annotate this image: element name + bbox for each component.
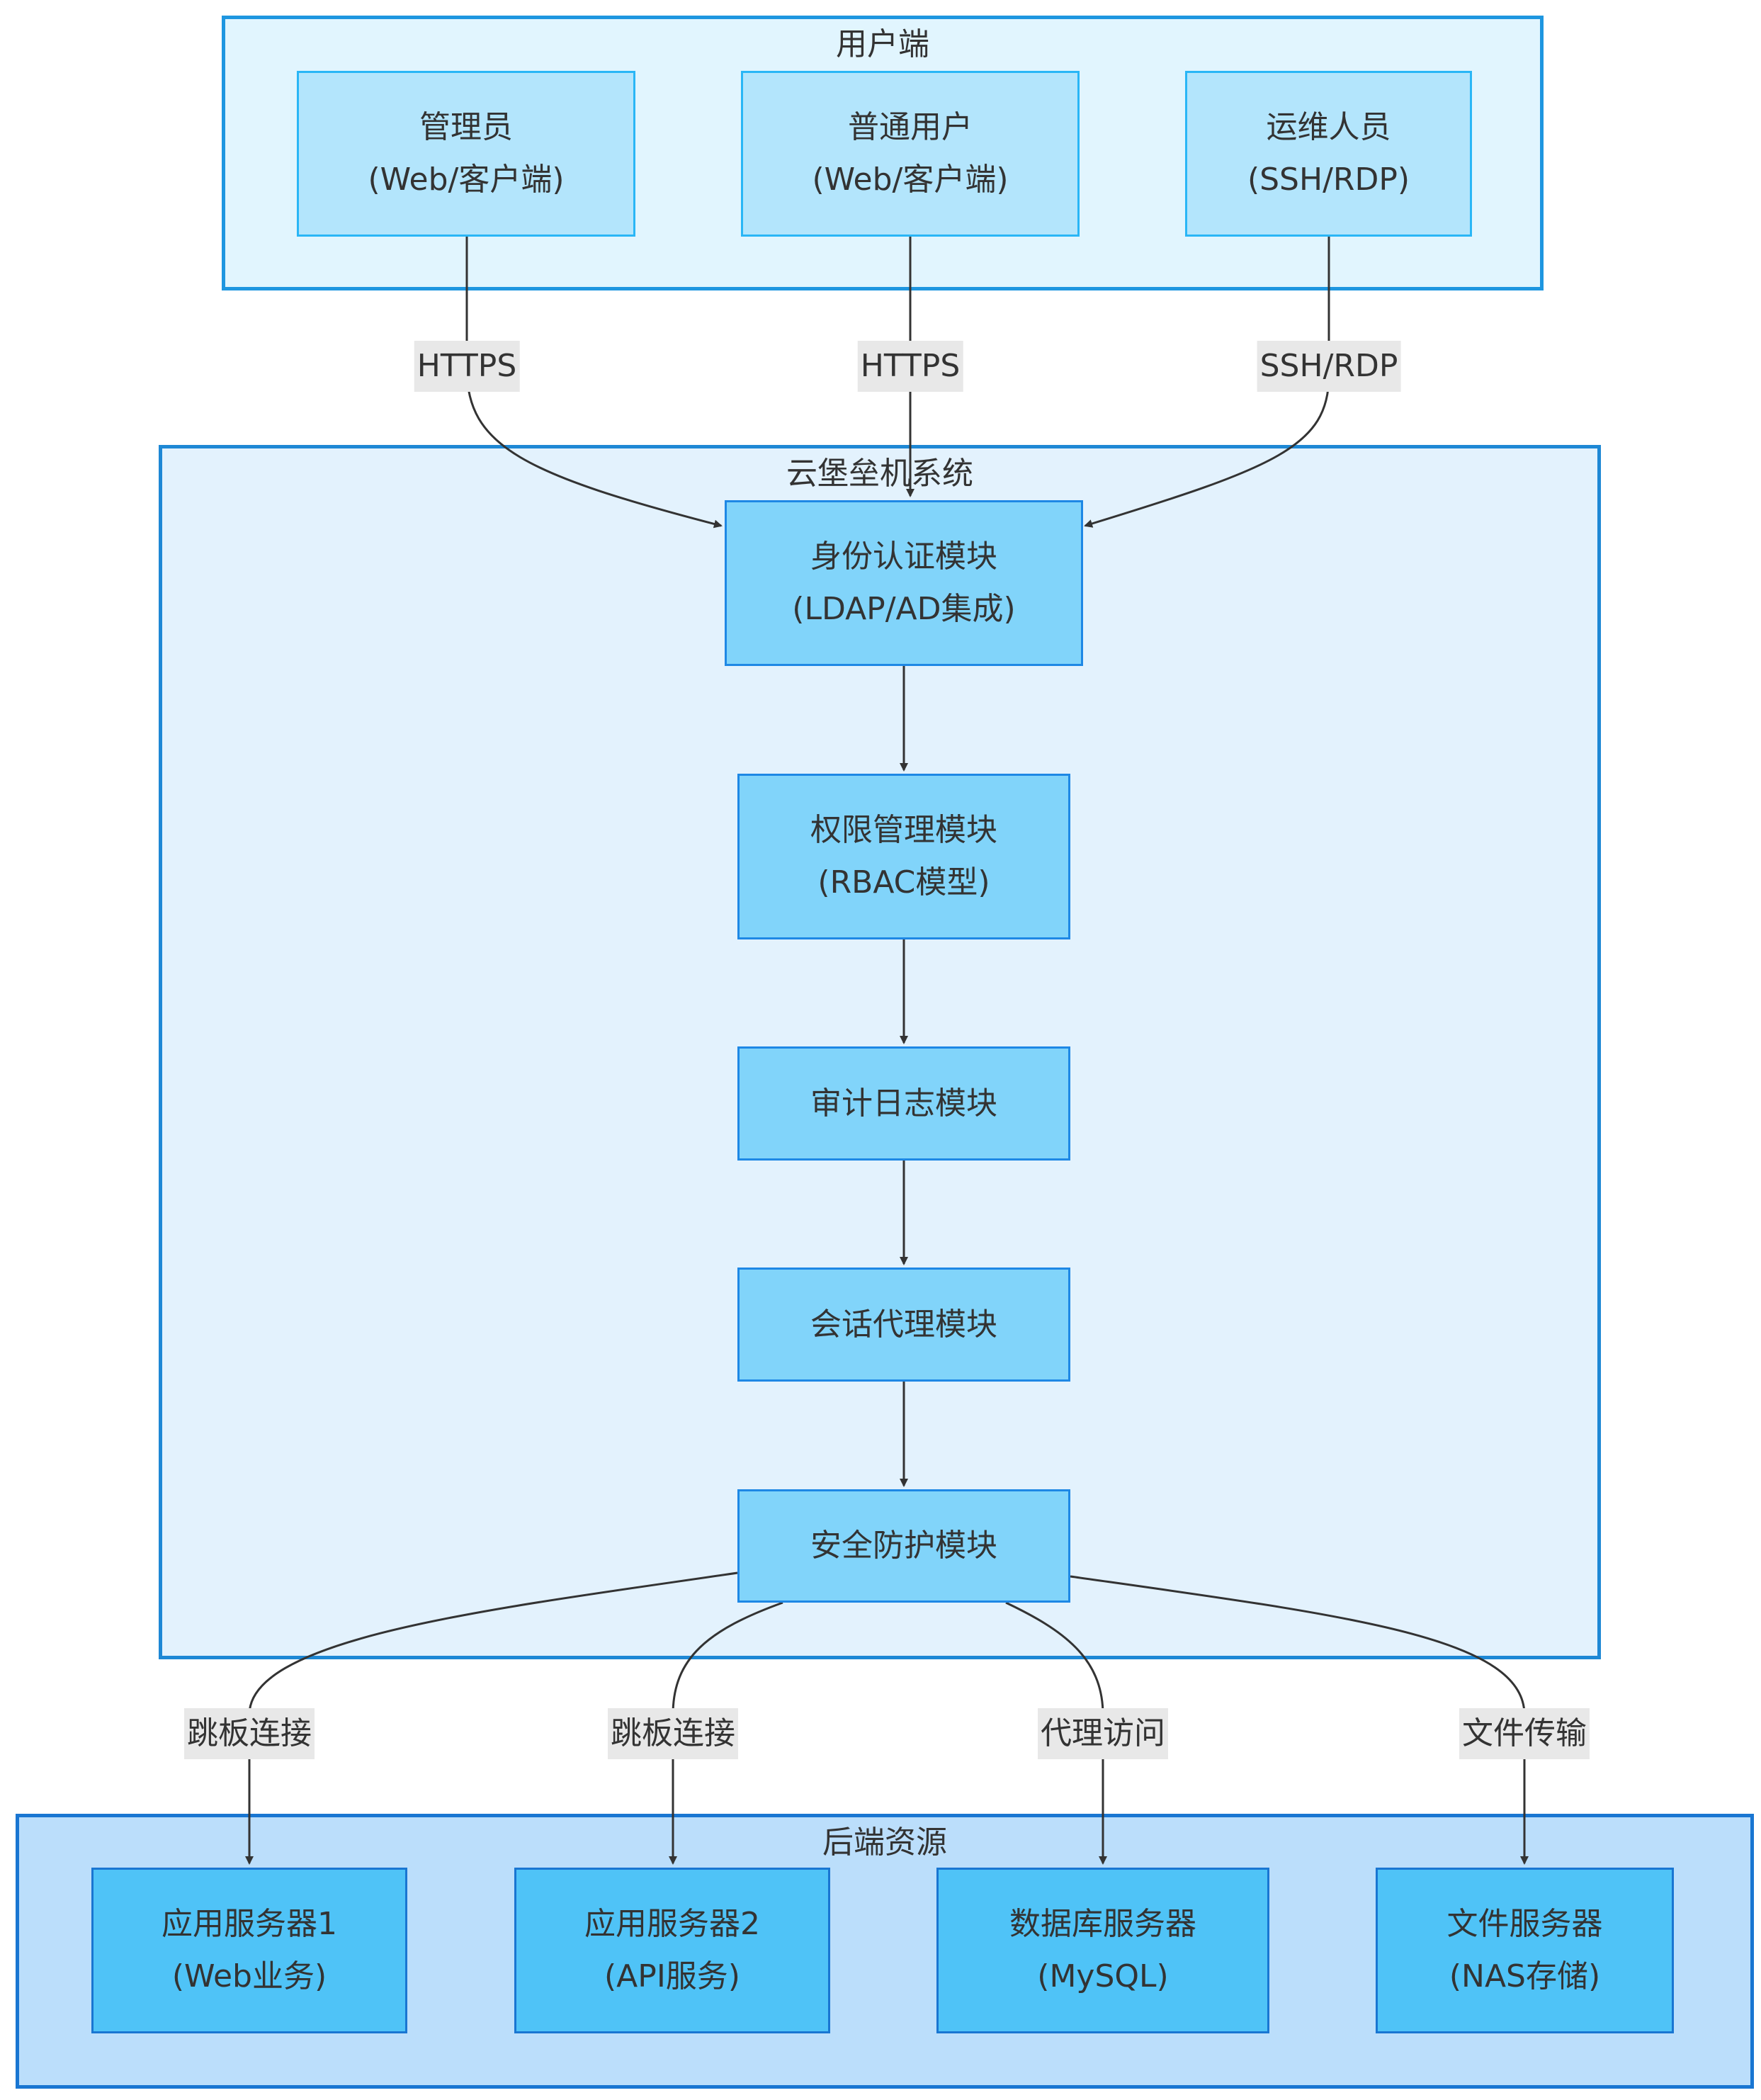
- node-app-server-2-title: 应用服务器2: [584, 1906, 760, 1942]
- edge-security-to-app1: [245, 1571, 738, 1865]
- edge-label-admin-https: HTTPS: [414, 341, 520, 392]
- node-database-server: 数据库服务器 (MySQL): [936, 1868, 1269, 2033]
- node-permission-module: 权限管理模块 (RBAC模型): [737, 774, 1070, 939]
- edge-security-to-db: [1005, 1601, 1107, 1865]
- node-security-module: 安全防护模块: [737, 1489, 1070, 1603]
- node-file-server-title: 文件服务器: [1446, 1906, 1603, 1942]
- node-normal-user: 普通用户 (Web/客户端): [741, 71, 1080, 237]
- node-auth-module-title: 身份认证模块: [810, 538, 997, 575]
- node-permission-module-subtitle: (RBAC模型): [817, 864, 990, 901]
- edge-label-proxy-access: 代理访问: [1038, 1708, 1168, 1759]
- node-ops-staff-subtitle: (SSH/RDP): [1247, 162, 1410, 198]
- node-app-server-1-subtitle: (Web业务): [171, 1958, 327, 1994]
- node-security-module-title: 安全防护模块: [810, 1528, 997, 1564]
- node-database-server-title: 数据库服务器: [1009, 1906, 1196, 1942]
- node-file-server: 文件服务器 (NAS存储): [1376, 1868, 1674, 2033]
- edge-security-to-file: [1070, 1575, 1529, 1865]
- node-permission-module-title: 权限管理模块: [810, 812, 997, 848]
- group-title-backend-resources: 后端资源: [822, 1824, 947, 1861]
- node-ops-staff: 运维人员 (SSH/RDP): [1185, 71, 1472, 237]
- node-app-server-2-subtitle: (API服务): [604, 1958, 740, 1994]
- node-admin-subtitle: (Web/客户端): [368, 162, 565, 198]
- group-title-user-side: 用户端: [836, 26, 929, 62]
- edge-label-jump-connection-1: 跳板连接: [184, 1708, 315, 1759]
- node-ops-staff-title: 运维人员: [1266, 109, 1391, 145]
- node-normal-user-title: 普通用户: [848, 109, 973, 145]
- node-database-server-subtitle: (MySQL): [1037, 1958, 1169, 1994]
- node-app-server-1-title: 应用服务器1: [162, 1906, 337, 1942]
- node-auth-module: 身份认证模块 (LDAP/AD集成): [725, 500, 1083, 666]
- node-admin-title: 管理员: [419, 109, 513, 145]
- node-normal-user-subtitle: (Web/客户端): [812, 162, 1009, 198]
- edge-label-jump-connection-2: 跳板连接: [608, 1708, 738, 1759]
- edge-label-ops-ssh-rdp: SSH/RDP: [1257, 341, 1401, 392]
- node-app-server-1: 应用服务器1 (Web业务): [91, 1868, 407, 2033]
- edge-ops-to-auth: [1084, 237, 1330, 528]
- edge-label-user-https: HTTPS: [857, 341, 963, 392]
- edge-label-file-transfer: 文件传输: [1459, 1708, 1590, 1759]
- node-audit-log-module: 审计日志模块: [737, 1046, 1070, 1161]
- node-session-proxy-module-title: 会话代理模块: [810, 1306, 997, 1343]
- edge-security-to-app2: [669, 1601, 783, 1865]
- node-audit-log-module-title: 审计日志模块: [810, 1085, 997, 1122]
- node-file-server-subtitle: (NAS存储): [1449, 1958, 1601, 1994]
- node-app-server-2: 应用服务器2 (API服务): [514, 1868, 830, 2033]
- node-session-proxy-module: 会话代理模块: [737, 1268, 1070, 1382]
- group-title-bastion-system: 云堡垒机系统: [786, 456, 973, 492]
- node-auth-module-subtitle: (LDAP/AD集成): [792, 591, 1016, 627]
- node-admin: 管理员 (Web/客户端): [297, 71, 635, 237]
